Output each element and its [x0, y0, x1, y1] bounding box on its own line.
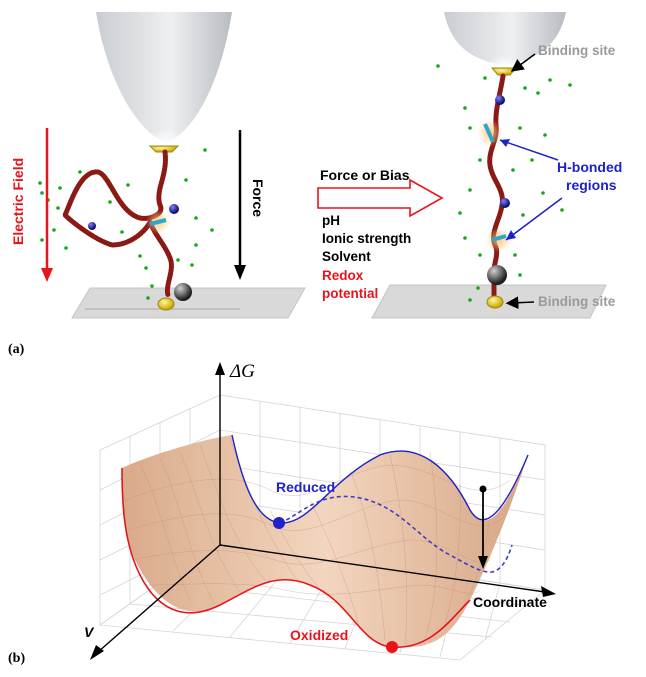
right-setup [371, 12, 607, 319]
binding-site-top-label: Binding site [538, 43, 616, 58]
condition-potential: potential [322, 286, 379, 301]
hbond-pointer-lower [505, 197, 563, 241]
reduced-projection [279, 495, 513, 573]
reduced-point [273, 517, 285, 529]
left-tip [96, 12, 232, 143]
panel-b-label: (b) [8, 651, 26, 666]
reduced-label: Reduced [276, 479, 336, 495]
coordinate-label: Coordinate [473, 594, 547, 610]
condition-redox: Redox [322, 268, 364, 283]
right-tip [444, 12, 566, 66]
force-or-bias-arrow [317, 178, 444, 218]
condition-ionic-strength: Ionic strength [322, 231, 412, 246]
binding-site-bottom-pointer [505, 296, 535, 310]
delta-g-label: ΔG [230, 361, 255, 382]
hbond-pointer-upper [499, 139, 559, 161]
v-axis [97, 544, 221, 653]
condition-solvent: Solvent [322, 249, 371, 264]
oxidized-point [386, 641, 398, 653]
force-label: Force [250, 178, 266, 218]
energy-surface [122, 435, 528, 648]
hbond-label-line2: regions [566, 177, 617, 193]
binding-site-top-pointer [510, 53, 536, 72]
binding-site-bottom-label: Binding site [538, 294, 616, 309]
left-setup [38, 12, 306, 319]
force-or-bias-label: Force or Bias [320, 167, 410, 183]
oxidized-label: Oxidized [290, 627, 349, 643]
panel-a-label: (a) [8, 342, 25, 357]
coordinate-axis [219, 544, 546, 593]
hbond-label-line1: H-bonded [557, 159, 623, 175]
condition-ph: pH [322, 213, 340, 228]
v-axis-label: V [84, 624, 94, 640]
electric-field-label: Electric Field [10, 157, 26, 245]
oxidized-curve [121, 467, 471, 648]
energy-surface-plot [90, 362, 556, 661]
left-substrate [71, 287, 306, 319]
